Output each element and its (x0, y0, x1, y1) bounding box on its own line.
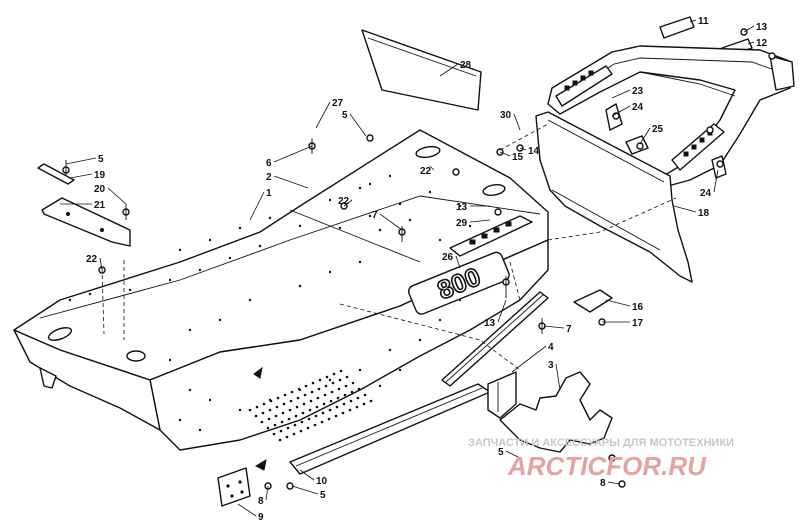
leader-lines (60, 19, 755, 517)
leader-12 (747, 41, 755, 45)
callout-5: 5 (342, 110, 348, 121)
fasteners (62, 28, 776, 490)
leader-22 (429, 165, 435, 171)
watermark-logo: ARCTICFOR.RU (507, 451, 707, 481)
leader-3 (555, 363, 561, 391)
leader-18 (673, 205, 697, 213)
rail-upper (441, 291, 549, 387)
callout-27: 27 (332, 98, 344, 109)
callout-4: 4 (548, 342, 554, 353)
leader-19 (69, 173, 93, 179)
callout-24: 24 (632, 102, 644, 113)
callout-17: 17 (632, 318, 644, 329)
clip-3 (499, 371, 613, 453)
callout-25: 25 (652, 124, 664, 135)
leader-4 (511, 345, 547, 373)
vent-holes (248, 369, 373, 442)
callout-12: 12 (756, 38, 768, 49)
callout-22: 22 (338, 196, 350, 207)
callout-29: 29 (456, 218, 468, 229)
leader-13 (497, 299, 507, 323)
leader-28 (439, 63, 459, 77)
callout-5: 5 (98, 154, 104, 165)
callout-14: 14 (528, 146, 540, 157)
callout-28: 28 (460, 60, 472, 71)
callout-26: 26 (442, 252, 454, 263)
callout-5: 5 (320, 490, 326, 501)
plate-9 (217, 467, 251, 507)
callout-13: 13 (756, 22, 768, 33)
leader-8 (607, 481, 621, 485)
leader-14 (519, 147, 527, 151)
rear-bumper (547, 45, 795, 187)
leader-5 (291, 485, 319, 495)
callout-16: 16 (632, 302, 644, 313)
leader-25 (639, 127, 651, 145)
callout-13: 13 (456, 202, 468, 213)
callout-11: 11 (698, 16, 709, 27)
bracket-16 (573, 289, 613, 313)
tunnel-body (13, 129, 549, 471)
flap-sheet (361, 29, 482, 111)
callout-1: 1 (266, 188, 272, 199)
alignment-lines (101, 123, 677, 371)
leader-7 (379, 213, 403, 231)
leader-5 (349, 113, 367, 137)
callout-3: 3 (548, 360, 554, 371)
leader-22 (99, 257, 103, 271)
leader-2 (273, 175, 309, 189)
leader-13 (743, 25, 755, 33)
leader-16 (605, 299, 631, 307)
decal-11 (659, 16, 695, 39)
rivet-holes (68, 174, 522, 432)
callout-23: 23 (632, 86, 644, 97)
leader-7 (543, 325, 565, 329)
callout-2: 2 (266, 172, 272, 183)
callout-18: 18 (698, 208, 710, 219)
leader-20 (107, 187, 127, 205)
strip-19 (37, 163, 75, 185)
callout-6: 6 (266, 158, 272, 169)
leader-29 (469, 219, 491, 223)
leader-9 (237, 503, 257, 517)
callout-9: 9 (258, 512, 264, 523)
callout-7: 7 (566, 324, 572, 335)
leader-15 (499, 151, 511, 157)
leader-27 (315, 101, 331, 129)
callout-10: 10 (316, 476, 328, 487)
leader-6 (273, 145, 313, 163)
callout-30: 30 (500, 110, 512, 121)
leader-11 (689, 19, 697, 23)
leader-24 (713, 169, 719, 193)
callout-7: 7 (372, 210, 378, 221)
snow-flap (535, 111, 693, 283)
bracket-4 (487, 371, 517, 419)
callout-15: 15 (512, 152, 524, 163)
leader-5 (65, 157, 97, 165)
callout-22: 22 (420, 166, 432, 177)
callout-22: 22 (86, 254, 98, 265)
callout-5: 5 (498, 447, 504, 458)
callout-24: 24 (700, 188, 712, 199)
leader-30 (513, 113, 521, 131)
bracket-21 (41, 197, 131, 247)
callout-21: 21 (94, 200, 106, 211)
callout-8: 8 (600, 478, 606, 489)
watermark-caption: ЗАПЧАСТИ И АКСЕССУАРЫ ДЛЯ МОТОТЕХНИКИ (468, 437, 734, 449)
callout-8: 8 (258, 496, 264, 507)
leader-24 (611, 105, 631, 117)
callout-labels: 1234555567788910111213131314151617181920… (86, 16, 768, 523)
leader-1 (249, 191, 265, 221)
leader-10 (299, 469, 315, 481)
callout-20: 20 (94, 184, 106, 195)
leader-5 (505, 450, 521, 459)
callout-13: 13 (484, 318, 496, 329)
leader-26 (455, 255, 461, 269)
callout-19: 19 (94, 170, 106, 181)
leader-8 (265, 485, 269, 501)
leader-23 (611, 89, 631, 99)
leader-22 (343, 199, 353, 207)
